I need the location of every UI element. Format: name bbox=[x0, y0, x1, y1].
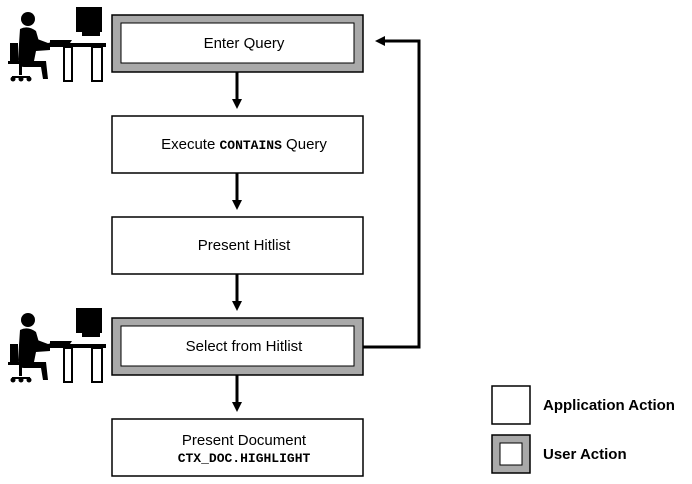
legend-user-swatch-inner bbox=[499, 442, 523, 466]
step-execute-query: Execute CONTAINS Query bbox=[111, 115, 364, 174]
legend-user-label: User Action bbox=[543, 446, 627, 463]
legend: Application Action User Action bbox=[491, 385, 675, 474]
step-present-document: Present Document CTX_DOC.HIGHLIGHT bbox=[111, 418, 364, 477]
legend-application-swatch bbox=[491, 385, 531, 425]
person-at-computer-icon bbox=[7, 307, 107, 384]
step-select-from-hitlist-label: Select from Hitlist bbox=[186, 338, 304, 355]
arrow-loop-back bbox=[363, 36, 421, 349]
step-select-from-hitlist: Select from Hitlist bbox=[111, 317, 364, 376]
execute-label-code: CONTAINS bbox=[219, 138, 282, 153]
person-at-computer-icon bbox=[7, 6, 107, 83]
step-enter-query-label: Enter Query bbox=[204, 35, 285, 52]
step-present-document-label: Present Document bbox=[182, 432, 307, 449]
execute-label-before: Execute bbox=[161, 136, 219, 153]
step-present-document-code: CTX_DOC.HIGHLIGHT bbox=[178, 451, 311, 466]
step-present-hitlist: Present Hitlist bbox=[111, 216, 364, 275]
step-execute-query-label: Execute CONTAINS Query bbox=[161, 136, 327, 153]
legend-application-label: Application Action bbox=[543, 397, 675, 414]
step-present-hitlist-label: Present Hitlist bbox=[198, 237, 291, 254]
execute-label-after: Query bbox=[282, 136, 328, 153]
step-enter-query: Enter Query bbox=[111, 14, 364, 73]
